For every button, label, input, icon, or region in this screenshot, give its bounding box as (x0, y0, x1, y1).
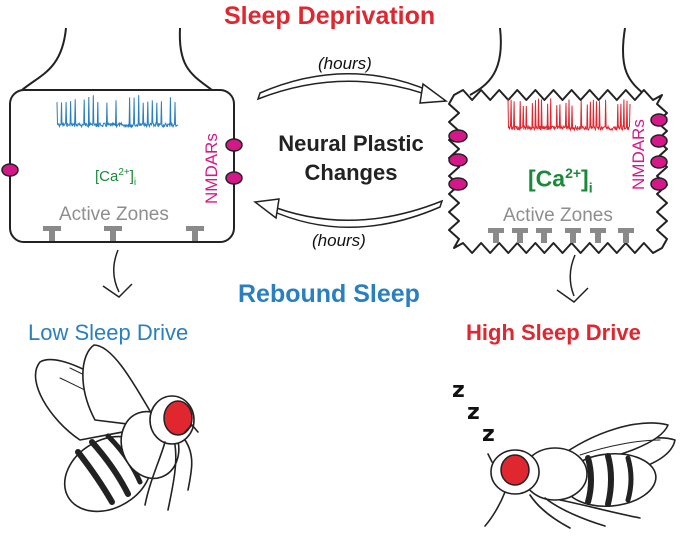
low-sleep-drive-label: Low Sleep Drive (28, 320, 189, 345)
right-neuron-axon-right (621, 27, 646, 96)
right-active-zone-4 (565, 228, 581, 243)
right-neuron-body (448, 89, 668, 254)
left-receptor-2 (225, 171, 243, 185)
right-active-zone-1 (488, 228, 504, 243)
left-calcium-label: [Ca2+]i (95, 167, 137, 188)
left-neuron-axon-left (21, 27, 67, 91)
right-receptor-l3 (448, 177, 468, 191)
right-active-zone-3 (536, 228, 552, 243)
left-down-arrow (102, 249, 133, 298)
sleep-z-1: z (452, 378, 465, 403)
high-sleep-drive-label: High Sleep Drive (466, 320, 641, 345)
top-arrow-label: (hours) (318, 54, 372, 73)
right-down-arrow (556, 254, 589, 303)
title-rebound-sleep: Rebound Sleep (238, 280, 420, 308)
title-sleep-deprivation: Sleep Deprivation (224, 2, 436, 30)
sleeping-fly-illustration (484, 422, 676, 529)
bottom-arrow-label: (hours) (312, 231, 366, 250)
right-active-zone-5 (590, 228, 606, 243)
center-line-1: Neural Plastic (278, 131, 424, 156)
left-active-zones-label: Active Zones (59, 204, 169, 225)
left-receptor-outer (1, 163, 19, 177)
right-calcium-label: [Ca2+]i (528, 165, 593, 196)
right-receptor-l2 (448, 153, 468, 167)
right-receptor-r3 (650, 155, 668, 169)
right-neuron-axon-left (469, 27, 502, 96)
right-receptor-r1 (650, 113, 668, 127)
right-neuron (448, 27, 668, 254)
left-active-zone-2 (104, 226, 122, 241)
left-neuron-axon-right (178, 27, 213, 91)
right-receptor-l1 (448, 129, 468, 143)
bottom-curved-arrow (253, 198, 444, 228)
right-nmdars-label: NMDARs (629, 119, 648, 190)
sleep-z-2: z (467, 400, 480, 425)
right-receptor-r4 (650, 177, 668, 191)
left-nmdars-label: NMDARs (202, 133, 221, 204)
right-active-zone-2 (512, 228, 528, 243)
center-line-2: Changes (304, 160, 398, 185)
left-neuron (1, 27, 243, 243)
right-active-zones-label: Active Zones (503, 205, 613, 226)
left-active-zone-1 (43, 226, 61, 241)
awake-fly-illustration (34, 344, 199, 513)
left-receptor-1 (225, 138, 243, 152)
right-active-zone-6 (618, 228, 634, 243)
left-active-zone-3 (186, 226, 204, 241)
right-spike-trace (507, 98, 631, 132)
top-curved-arrow (256, 73, 449, 104)
sleep-z-3: z (482, 422, 495, 447)
left-spike-trace (56, 95, 179, 129)
right-receptor-r2 (650, 134, 668, 148)
